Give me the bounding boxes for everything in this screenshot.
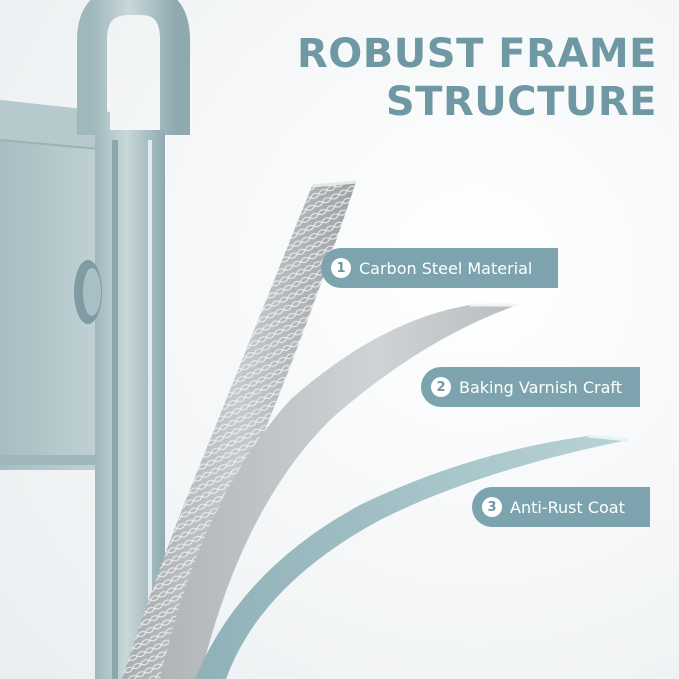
layer-callout-1: 1 Carbon Steel Material xyxy=(321,248,558,288)
headline: ROBUST FRAME STRUCTURE xyxy=(237,30,657,126)
number-badge: 1 xyxy=(331,258,351,278)
callout-label: Baking Varnish Craft xyxy=(459,377,623,397)
varnish-layer xyxy=(160,303,517,679)
callout-label: Carbon Steel Material xyxy=(359,258,533,278)
number-badge: 3 xyxy=(482,497,502,517)
carbon-steel-layer xyxy=(122,180,357,679)
callout-label: Anti-Rust Coat xyxy=(510,497,625,517)
headline-line-2: STRUCTURE xyxy=(385,79,657,125)
headline-line-1: ROBUST FRAME xyxy=(296,31,657,77)
bolt xyxy=(74,260,102,324)
layer-callout-3: 3 Anti-Rust Coat xyxy=(472,487,650,527)
anti-rust-layer xyxy=(195,434,629,679)
handle-arch xyxy=(77,0,190,135)
layer-callout-2: 2 Baking Varnish Craft xyxy=(421,367,640,407)
number-badge: 2 xyxy=(431,377,451,397)
